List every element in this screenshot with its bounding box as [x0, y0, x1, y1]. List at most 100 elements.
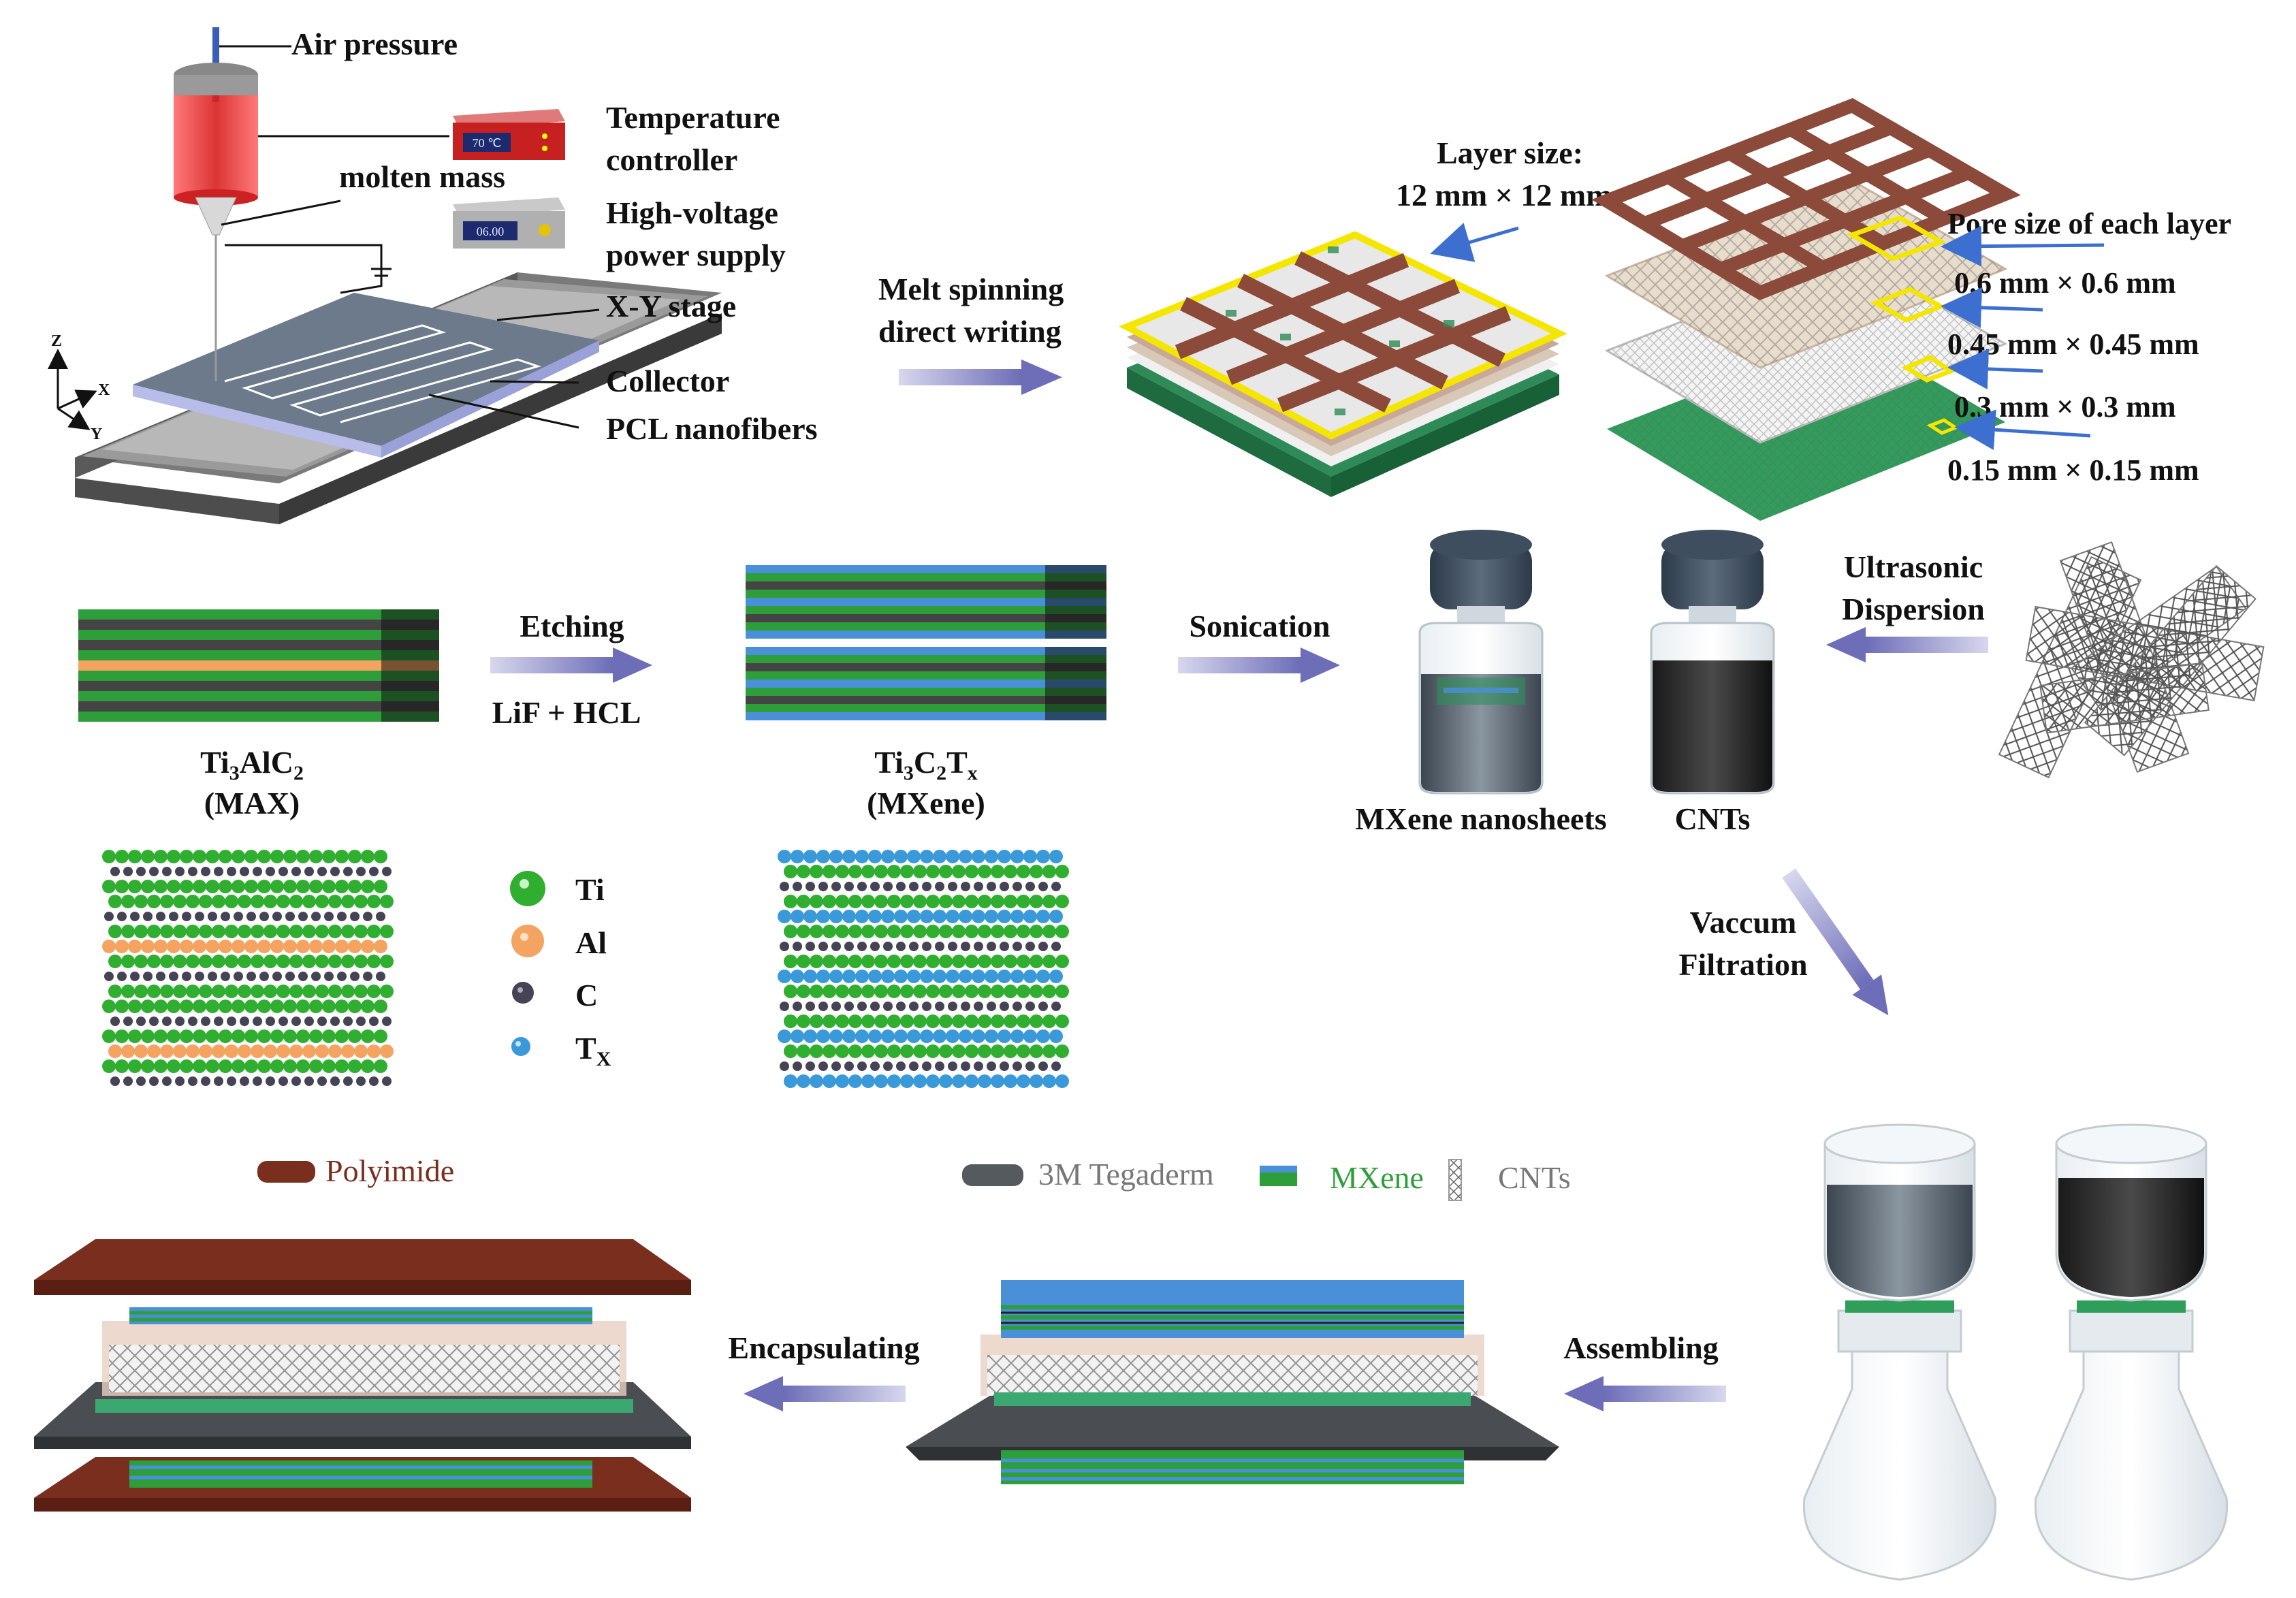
atom	[173, 1044, 187, 1058]
atom	[887, 895, 901, 908]
etching-label: Etching	[520, 609, 624, 643]
atom	[894, 910, 908, 923]
atom	[894, 850, 908, 863]
atom	[244, 850, 258, 863]
atom	[214, 1076, 223, 1086]
max-layer	[78, 691, 439, 701]
mxene-layer	[746, 606, 1106, 614]
legend-polyimide: Polyimide	[325, 1153, 454, 1188]
mxene-stack: Ti3C2Tx (MXene)	[746, 565, 1106, 820]
axis-y: Y	[91, 426, 102, 443]
stacked-scaffold: Layer size: 12 mm × 12 mm	[1119, 135, 1612, 497]
atom	[238, 895, 251, 908]
atom	[803, 970, 817, 983]
atom	[1055, 985, 1069, 998]
atom	[143, 912, 153, 921]
atom	[1042, 985, 1056, 998]
atom	[946, 850, 959, 863]
atom	[1038, 942, 1048, 951]
atom	[367, 925, 381, 938]
mxene-layer	[746, 647, 1106, 655]
atom	[939, 1044, 953, 1058]
mxene-name: (MXene)	[867, 786, 985, 820]
atom	[322, 880, 336, 893]
atom	[965, 865, 978, 878]
atom	[322, 940, 336, 953]
atom	[1030, 1014, 1043, 1028]
atom	[257, 940, 271, 953]
atom	[831, 942, 841, 951]
atom	[913, 895, 927, 908]
atom	[219, 850, 232, 863]
atom	[818, 1002, 828, 1011]
encapsulating-label: Encapsulating	[728, 1330, 919, 1365]
atom	[272, 972, 282, 981]
atom	[784, 985, 797, 998]
atom	[816, 970, 830, 983]
atom	[1055, 1074, 1069, 1088]
cnt-cluster	[1998, 541, 2265, 779]
axis-z: Z	[51, 332, 62, 350]
atom	[102, 1059, 116, 1073]
atom	[829, 910, 843, 923]
atom	[115, 940, 129, 953]
atom	[842, 850, 856, 863]
atom	[350, 972, 360, 981]
atom	[939, 925, 953, 938]
atom	[244, 880, 258, 893]
atom	[251, 1044, 264, 1058]
atom	[134, 1044, 148, 1058]
atom	[823, 1074, 836, 1088]
atom	[848, 1044, 862, 1058]
atom	[810, 955, 823, 968]
atom	[193, 1059, 206, 1073]
atom	[298, 972, 308, 981]
atom	[335, 1029, 349, 1043]
atom	[270, 1000, 284, 1013]
atom	[855, 850, 869, 863]
atom	[823, 895, 836, 908]
atom	[844, 1061, 854, 1071]
atom	[225, 895, 238, 908]
atom	[115, 1029, 129, 1043]
atom	[175, 867, 185, 876]
atom	[829, 1029, 843, 1043]
atom	[868, 910, 882, 923]
atom	[232, 1059, 245, 1073]
atom	[251, 955, 264, 968]
atom	[1036, 970, 1050, 983]
atom	[264, 955, 277, 968]
atom	[180, 1059, 193, 1073]
label-power-supply: power supply	[606, 238, 786, 272]
atom	[1004, 865, 1017, 878]
atom	[317, 1076, 327, 1086]
atom	[881, 970, 895, 983]
atom	[257, 850, 271, 863]
atom	[232, 1029, 245, 1043]
atom	[926, 895, 940, 908]
atom	[302, 955, 316, 968]
atom	[784, 955, 797, 968]
atom	[810, 1044, 823, 1058]
atom	[926, 985, 940, 998]
atom	[309, 1000, 323, 1013]
atom	[289, 895, 303, 908]
atom	[1049, 1029, 1063, 1043]
atom	[296, 940, 310, 953]
atom	[188, 1017, 197, 1026]
atom	[1042, 955, 1056, 968]
atom	[874, 955, 888, 968]
atom	[887, 1014, 901, 1028]
atom	[225, 955, 238, 968]
atom	[793, 1002, 802, 1011]
atom	[835, 895, 849, 908]
atom	[844, 1002, 854, 1011]
atom	[266, 867, 275, 876]
atom	[784, 1074, 797, 1088]
atom	[926, 955, 940, 968]
atom	[193, 1029, 206, 1043]
atom	[1051, 942, 1061, 951]
atom	[232, 850, 245, 863]
atom	[946, 970, 959, 983]
atom	[136, 1076, 146, 1086]
